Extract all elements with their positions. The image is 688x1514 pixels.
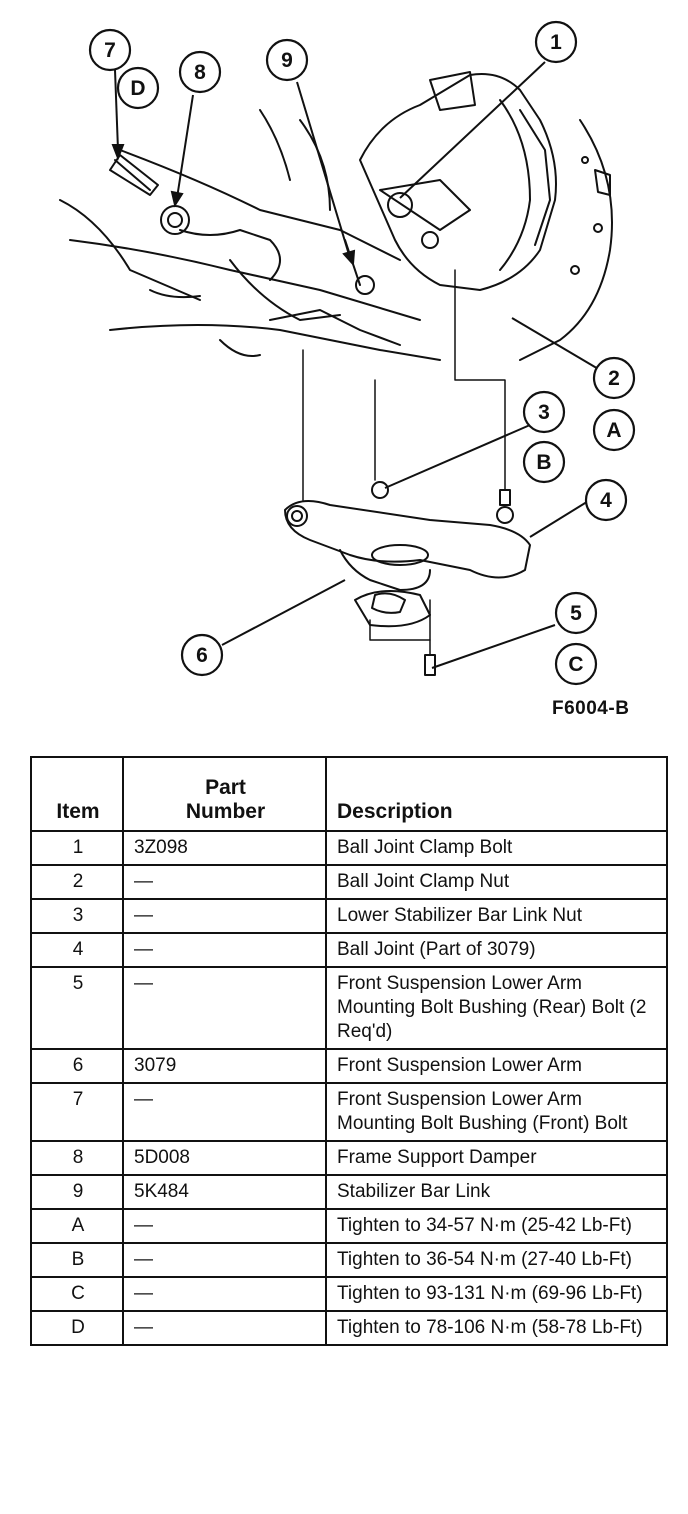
callout-5: 5 [570, 602, 582, 625]
table-row: 2—Ball Joint Clamp Nut [30, 864, 668, 900]
cell-description: Ball Joint Clamp Nut [325, 864, 668, 900]
cell-part-number: — [122, 932, 327, 968]
leader-lines [111, 61, 601, 669]
cell-part-number: — [122, 966, 327, 1050]
cell-item: 2 [30, 864, 124, 900]
cell-description: Tighten to 34-57 N·m (25-42 Lb-Ft) [325, 1208, 668, 1244]
callout-9: 9 [281, 49, 293, 72]
cell-description: Lower Stabilizer Bar Link Nut [325, 898, 668, 934]
cell-part-number: — [122, 1082, 327, 1142]
cell-part-number: — [122, 1242, 327, 1278]
cell-item: C [30, 1276, 124, 1312]
figure-id: F6004-B [552, 698, 630, 719]
table-row: B—Tighten to 36-54 N·m (27-40 Lb-Ft) [30, 1242, 668, 1278]
cell-description: Tighten to 36-54 N·m (27-40 Lb-Ft) [325, 1242, 668, 1278]
cell-description: Stabilizer Bar Link [325, 1174, 668, 1210]
table-row: C—Tighten to 93-131 N·m (69-96 Lb-Ft) [30, 1276, 668, 1312]
cell-item: 6 [30, 1048, 124, 1084]
header-description: Description [325, 756, 668, 832]
cell-description: Tighten to 78-106 N·m (58-78 Lb-Ft) [325, 1310, 668, 1346]
header-part-number: Part Number [122, 756, 327, 832]
cell-part-number: — [122, 1276, 327, 1312]
diagram-svg: 7 D 8 9 1 2 A 3 B 4 5 C 6 [59, 20, 636, 686]
callout-7: 7 [104, 39, 116, 62]
cell-item: B [30, 1242, 124, 1278]
table-row: 5—Front Suspension Lower Arm Mounting Bo… [30, 966, 668, 1050]
cell-description: Ball Joint Clamp Bolt [325, 830, 668, 866]
callout-3: 3 [538, 401, 550, 424]
callout-4: 4 [600, 489, 612, 512]
table-row: D—Tighten to 78-106 N·m (58-78 Lb-Ft) [30, 1310, 668, 1346]
cell-item: 5 [30, 966, 124, 1050]
cell-description: Tighten to 93-131 N·m (69-96 Lb-Ft) [325, 1276, 668, 1312]
callout-C: C [568, 653, 583, 676]
cell-part-number: 5D008 [122, 1140, 327, 1176]
cell-description: Ball Joint (Part of 3079) [325, 932, 668, 968]
callout-8: 8 [194, 61, 206, 84]
cell-item: 4 [30, 932, 124, 968]
cell-part-number: 3Z098 [122, 830, 327, 866]
cell-part-number: 3079 [122, 1048, 327, 1084]
cell-part-number: — [122, 898, 327, 934]
cell-description: Frame Support Damper [325, 1140, 668, 1176]
cell-description: Front Suspension Lower Arm Mounting Bolt… [325, 1082, 668, 1142]
table-row: 7—Front Suspension Lower Arm Mounting Bo… [30, 1082, 668, 1142]
header-item: Item [30, 756, 124, 832]
callout-6: 6 [196, 644, 208, 667]
cell-part-number: 5K484 [122, 1174, 327, 1210]
table-row: A—Tighten to 34-57 N·m (25-42 Lb-Ft) [30, 1208, 668, 1244]
table-header-row: Item Part Number Description [30, 756, 668, 832]
cell-item: A [30, 1208, 124, 1244]
cell-part-number: — [122, 1310, 327, 1346]
cell-part-number: — [122, 1208, 327, 1244]
table-row: 4—Ball Joint (Part of 3079) [30, 932, 668, 968]
cell-item: 3 [30, 898, 124, 934]
callout-A: A [606, 419, 621, 442]
cell-part-number: — [122, 864, 327, 900]
cell-item: 1 [30, 830, 124, 866]
cell-description: Front Suspension Lower Arm Mounting Bolt… [325, 966, 668, 1050]
cell-item: 7 [30, 1082, 124, 1142]
callout-circles [88, 20, 636, 686]
cell-description: Front Suspension Lower Arm [325, 1048, 668, 1084]
callout-1: 1 [550, 31, 562, 54]
callout-D: D [130, 77, 145, 100]
callout-2: 2 [608, 367, 620, 390]
suspension-diagram: 7 D 8 9 1 2 A 3 B 4 5 C 6 F6004-B [0, 0, 688, 730]
cell-item: 8 [30, 1140, 124, 1176]
table-row: 3—Lower Stabilizer Bar Link Nut [30, 898, 668, 934]
callout-B: B [536, 451, 551, 474]
suspension-illustration [59, 71, 613, 676]
callout-labels: 7 D 8 9 1 2 A 3 B 4 5 C 6 [104, 31, 621, 676]
cell-item: D [30, 1310, 124, 1346]
cell-item: 9 [30, 1174, 124, 1210]
